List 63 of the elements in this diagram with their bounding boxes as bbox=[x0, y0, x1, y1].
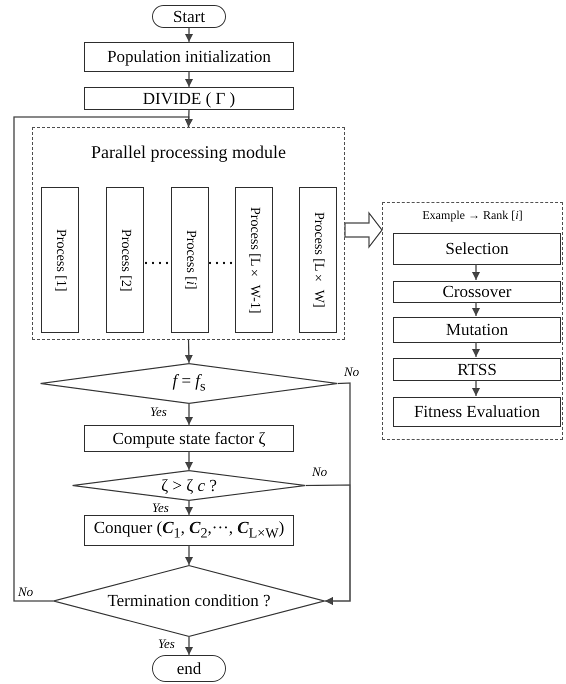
arrow bbox=[185, 546, 193, 565]
arrow bbox=[185, 637, 193, 655]
process-box bbox=[84, 42, 294, 72]
arrow bbox=[472, 342, 480, 357]
node-text: f = f$_{s}$ bbox=[172, 371, 206, 396]
arrow bbox=[13, 116, 193, 602]
process-box bbox=[41, 187, 79, 333]
process-box bbox=[393, 397, 561, 427]
node-text: Start bbox=[172, 6, 206, 26]
arrow bbox=[306, 484, 351, 605]
edge-label: Yes bbox=[158, 636, 175, 652]
process-box bbox=[299, 187, 337, 333]
arrow bbox=[185, 501, 193, 515]
process-box bbox=[171, 187, 209, 333]
group-heading: Example → Rank [i] bbox=[422, 208, 523, 223]
decision-diamond bbox=[72, 470, 306, 501]
node-text: Process [1] bbox=[52, 228, 68, 292]
block-arrow bbox=[344, 211, 383, 249]
process-box bbox=[84, 515, 294, 546]
terminal-pill bbox=[152, 5, 226, 28]
process-box bbox=[393, 317, 561, 343]
terminal-pill bbox=[152, 655, 226, 682]
arrow bbox=[472, 380, 480, 396]
process-box bbox=[393, 281, 561, 303]
node-text: Compute state factor ζ bbox=[112, 428, 266, 448]
process-box bbox=[393, 233, 561, 265]
edge-label: Yes bbox=[152, 500, 169, 516]
arrow bbox=[184, 340, 193, 364]
node-text: Termination condition ? bbox=[107, 591, 271, 611]
node-text: Fitness Evaluation bbox=[414, 402, 540, 422]
process-box bbox=[84, 425, 294, 452]
node-text: RTSS bbox=[457, 360, 497, 380]
group-heading: Parallel processing module bbox=[91, 142, 286, 163]
process-box bbox=[235, 187, 273, 333]
arrow bbox=[472, 302, 480, 316]
edge-label: No bbox=[344, 364, 360, 380]
node-text: ζ > ζ c ? bbox=[161, 476, 217, 496]
arrow bbox=[185, 452, 193, 470]
node-text: Population initialization bbox=[107, 47, 271, 67]
edge-label: No bbox=[18, 584, 34, 600]
node-text: DIVIDE ( Γ ) bbox=[142, 88, 236, 108]
node-text: Conquer (C$_{1}$, C$_{2}$,···, C$_{L×W}$) bbox=[94, 518, 284, 543]
node-text: Mutation bbox=[446, 320, 508, 340]
node-text: Process [i] bbox=[182, 230, 198, 290]
decision-diamond bbox=[53, 565, 325, 637]
node-text: Crossover bbox=[442, 282, 512, 302]
node-text: Process [L× W] bbox=[310, 212, 326, 308]
example-frame bbox=[382, 202, 563, 440]
module-frame bbox=[32, 127, 345, 340]
arrow bbox=[185, 404, 193, 425]
process-box bbox=[84, 87, 294, 110]
node-text: Process [L× W-1] bbox=[246, 206, 262, 314]
process-box bbox=[393, 358, 561, 381]
decision-diamond bbox=[40, 363, 338, 404]
node-text: end bbox=[176, 658, 202, 678]
node-text: Process [2] bbox=[117, 228, 133, 292]
edge-label: Yes bbox=[150, 404, 167, 420]
arrow bbox=[185, 72, 193, 87]
arrow bbox=[472, 264, 480, 280]
edge-label: No bbox=[312, 464, 328, 480]
process-box bbox=[106, 187, 144, 333]
node-text: Selection bbox=[445, 239, 509, 259]
arrow bbox=[185, 28, 193, 42]
